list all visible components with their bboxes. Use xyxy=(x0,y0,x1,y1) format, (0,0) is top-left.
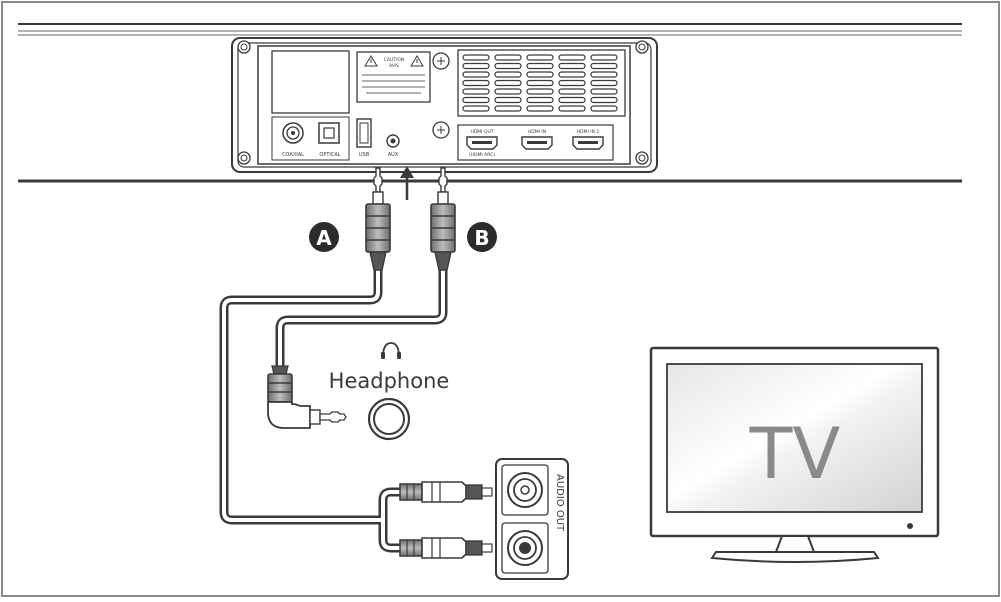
rca-plug-bottom xyxy=(399,537,493,559)
tv-stand-neck xyxy=(774,535,816,553)
vent-slot xyxy=(558,62,586,70)
tv-label: TV xyxy=(749,413,841,495)
aux-port xyxy=(386,134,400,148)
headphone-label: Headphone xyxy=(329,369,450,393)
vent-slot xyxy=(526,96,554,104)
warning-icon xyxy=(410,55,424,67)
plug-b xyxy=(430,167,456,271)
tv-power-led xyxy=(907,523,913,529)
vent-slot xyxy=(462,79,490,87)
tv-screen xyxy=(666,363,923,513)
coaxial-label: COAXIAL xyxy=(282,152,304,158)
vent-slot xyxy=(494,105,522,112)
vent-slot xyxy=(494,96,522,104)
lower-port-bay xyxy=(271,116,350,161)
headphone-plug xyxy=(267,365,347,429)
optical-label: OPTICAL xyxy=(319,152,340,158)
hdmi-out-sublabel: (HDMI ARC) xyxy=(469,152,495,158)
tv-illustration: TV xyxy=(649,346,940,563)
vent-slot xyxy=(558,54,586,61)
vent-slot xyxy=(462,54,490,61)
vent-slot xyxy=(462,62,490,70)
caution-title: CAUTION xyxy=(384,57,405,63)
hdmi-in2-label: HDMI IN 2 xyxy=(577,129,600,135)
vent-slot xyxy=(558,79,586,87)
vent-slot xyxy=(558,96,586,104)
rca-plug-top xyxy=(399,481,493,503)
vent-slot xyxy=(590,88,618,95)
vent-slot xyxy=(590,62,618,70)
soundbar-top-edge xyxy=(18,23,962,36)
vent-slot xyxy=(494,54,522,61)
screw-icon xyxy=(432,52,450,70)
screw-icon xyxy=(237,151,251,165)
usb-port xyxy=(356,118,372,148)
optical-port xyxy=(318,122,340,144)
marker-a: A xyxy=(309,222,339,252)
audio-out-panel: AUDIO OUT xyxy=(495,458,569,580)
vent-slot xyxy=(558,105,586,112)
tv-stand-base xyxy=(710,551,880,563)
vent-grille xyxy=(457,49,626,117)
rca-jack-white xyxy=(507,472,543,508)
vent-slot xyxy=(590,105,618,112)
vent-slot xyxy=(526,54,554,61)
vent-slot xyxy=(526,62,554,70)
aux-plug-a xyxy=(365,167,391,271)
rear-panel: CAUTION AVIS COAXIAL xyxy=(231,37,658,173)
screw-icon xyxy=(635,151,649,165)
screw-icon xyxy=(635,40,649,54)
vent-slot xyxy=(558,71,586,78)
vent-slot xyxy=(462,88,490,95)
caution-subtitle: AVIS xyxy=(389,63,399,69)
coaxial-port xyxy=(282,122,304,144)
aux-label: AUX xyxy=(388,152,399,158)
vent-slot xyxy=(558,88,586,95)
vent-slot xyxy=(494,62,522,70)
marker-b-label: B xyxy=(474,226,489,250)
rca-jack-red xyxy=(507,530,543,566)
warning-icon xyxy=(364,55,378,67)
vent-slot xyxy=(590,79,618,87)
screw-icon xyxy=(432,121,450,139)
hdmi-in2-port xyxy=(572,136,604,150)
vent-slot xyxy=(526,105,554,112)
hdmi-bay xyxy=(457,124,614,161)
vent-slot xyxy=(494,79,522,87)
hdmi-in1-label: HDMI IN xyxy=(528,129,546,135)
vent-slot xyxy=(526,79,554,87)
vent-slot xyxy=(590,71,618,78)
vent-slot xyxy=(462,105,490,112)
vent-slot xyxy=(590,54,618,61)
vent-slot xyxy=(590,96,618,104)
audio-out-label: AUDIO OUT xyxy=(554,474,565,532)
blank-plate xyxy=(271,50,350,114)
headphone-icon xyxy=(381,342,401,359)
marker-a-label: A xyxy=(316,226,332,250)
hdmi-out-label: HDMI OUT xyxy=(470,129,493,135)
vent-slot xyxy=(494,88,522,95)
vent-slot xyxy=(526,71,554,78)
arrow-up-icon xyxy=(400,166,414,200)
vent-slot xyxy=(462,71,490,78)
vent-slot xyxy=(494,71,522,78)
screw-icon xyxy=(237,40,251,54)
caution-label: CAUTION AVIS xyxy=(356,51,431,103)
headphone-jack xyxy=(367,397,411,441)
usb-label: USB xyxy=(359,152,370,158)
vent-slot xyxy=(526,88,554,95)
marker-b: B xyxy=(467,222,497,252)
hdmi-out-port xyxy=(466,136,498,150)
hdmi-in1-port xyxy=(521,136,553,150)
vent-slot xyxy=(462,96,490,104)
